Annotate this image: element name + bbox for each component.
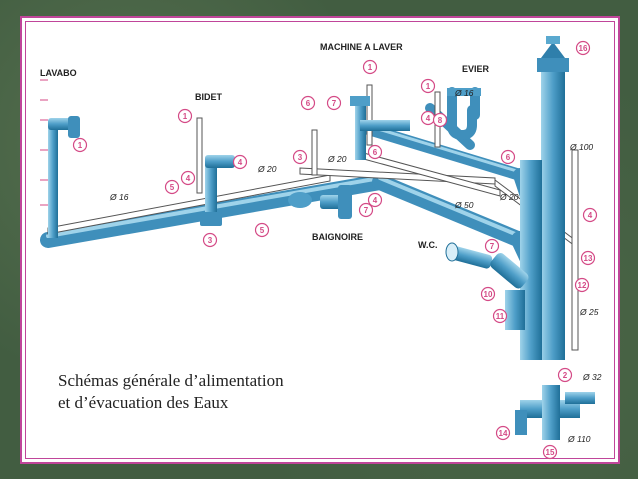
- diameter-label: Ø 110: [567, 434, 591, 444]
- drain-stack: [520, 36, 569, 360]
- callout-6: 6: [367, 144, 383, 160]
- callout-8: 8: [432, 112, 448, 128]
- callout-16: 16: [575, 40, 591, 56]
- callout-3: 3: [292, 149, 308, 165]
- callout-4: 4: [232, 154, 248, 170]
- callout-11: 11: [492, 308, 508, 324]
- callout-4: 4: [180, 170, 196, 186]
- svg-text:10: 10: [484, 290, 493, 299]
- caption: Schémas générale d’alimentation et d’éva…: [58, 370, 284, 414]
- callout-4: 4: [582, 207, 598, 223]
- callout-5: 5: [254, 222, 270, 238]
- callout-4: 4: [367, 192, 383, 208]
- diameter-label: Ø 20: [499, 192, 519, 202]
- bath-trap: [288, 185, 352, 219]
- svg-text:4: 4: [426, 114, 431, 123]
- svg-text:14: 14: [499, 429, 508, 438]
- svg-text:6: 6: [506, 153, 511, 162]
- wc-pipe: [445, 242, 529, 330]
- label-lavabo: LAVABO: [40, 68, 77, 78]
- diameter-label: Ø 16: [454, 88, 474, 98]
- lavabo-pipe: [48, 116, 80, 238]
- callout-1: 1: [420, 78, 436, 94]
- svg-text:1: 1: [183, 112, 188, 121]
- svg-text:1: 1: [78, 141, 83, 150]
- svg-text:7: 7: [490, 242, 495, 251]
- caption-line-1: Schémas générale d’alimentation: [58, 371, 284, 390]
- label-washing-machine: MACHINE A LAVER: [320, 42, 403, 52]
- svg-text:1: 1: [426, 82, 431, 91]
- callout-7: 7: [358, 202, 374, 218]
- callout-14: 14: [495, 425, 511, 441]
- svg-text:4: 4: [373, 196, 378, 205]
- svg-text:11: 11: [496, 312, 505, 321]
- svg-text:7: 7: [364, 206, 369, 215]
- diameter-label: Ø 25: [579, 307, 599, 317]
- callout-2: 2: [557, 367, 573, 383]
- svg-text:4: 4: [186, 174, 191, 183]
- callout-3: 3: [202, 232, 218, 248]
- svg-text:4: 4: [588, 211, 593, 220]
- svg-text:5: 5: [170, 183, 175, 192]
- diameter-label: Ø 16: [109, 192, 129, 202]
- callout-1: 1: [177, 108, 193, 124]
- svg-text:8: 8: [438, 116, 443, 125]
- svg-text:4: 4: [238, 158, 243, 167]
- callout-7: 7: [484, 238, 500, 254]
- svg-text:3: 3: [208, 236, 213, 245]
- svg-text:3: 3: [298, 153, 303, 162]
- callout-10: 10: [480, 286, 496, 302]
- lavabo-ruler: [40, 79, 48, 206]
- svg-text:5: 5: [260, 226, 265, 235]
- washing-machine-pipe: [350, 96, 410, 160]
- frame-inner-border: [25, 21, 615, 459]
- callout-15: 15: [542, 444, 558, 460]
- caption-line-2: et d’évacuation des Eaux: [58, 393, 229, 412]
- callout-4: 4: [420, 110, 436, 126]
- callout-5: 5: [164, 179, 180, 195]
- svg-text:16: 16: [579, 44, 588, 53]
- svg-text:12: 12: [578, 281, 587, 290]
- diameter-label: Ø 20: [327, 154, 347, 164]
- svg-text:6: 6: [373, 148, 378, 157]
- diameter-label: Ø 100: [569, 142, 593, 152]
- label-bath: BAIGNOIRE: [312, 232, 363, 242]
- svg-text:13: 13: [584, 254, 593, 263]
- svg-text:2: 2: [563, 371, 568, 380]
- sink-traps: [447, 87, 481, 141]
- svg-text:6: 6: [306, 99, 311, 108]
- callout-6: 6: [300, 95, 316, 111]
- callout-1: 1: [362, 59, 378, 75]
- label-wc: W.C.: [418, 240, 438, 250]
- bottom-collector: [515, 385, 595, 440]
- bidet-pipe: [200, 155, 235, 226]
- diameter-label: Ø 50: [454, 200, 474, 210]
- svg-text:7: 7: [332, 99, 337, 108]
- diameter-label: Ø 32: [582, 372, 602, 382]
- callout-13: 13: [580, 250, 596, 266]
- svg-text:1: 1: [368, 63, 373, 72]
- callout-6: 6: [500, 149, 516, 165]
- diameter-label: Ø 20: [257, 164, 277, 174]
- callout-1: 1: [72, 137, 88, 153]
- svg-text:15: 15: [546, 448, 555, 457]
- label-bidet: BIDET: [195, 92, 223, 102]
- callout-7: 7: [326, 95, 342, 111]
- label-sink: EVIER: [462, 64, 490, 74]
- callout-12: 12: [574, 277, 590, 293]
